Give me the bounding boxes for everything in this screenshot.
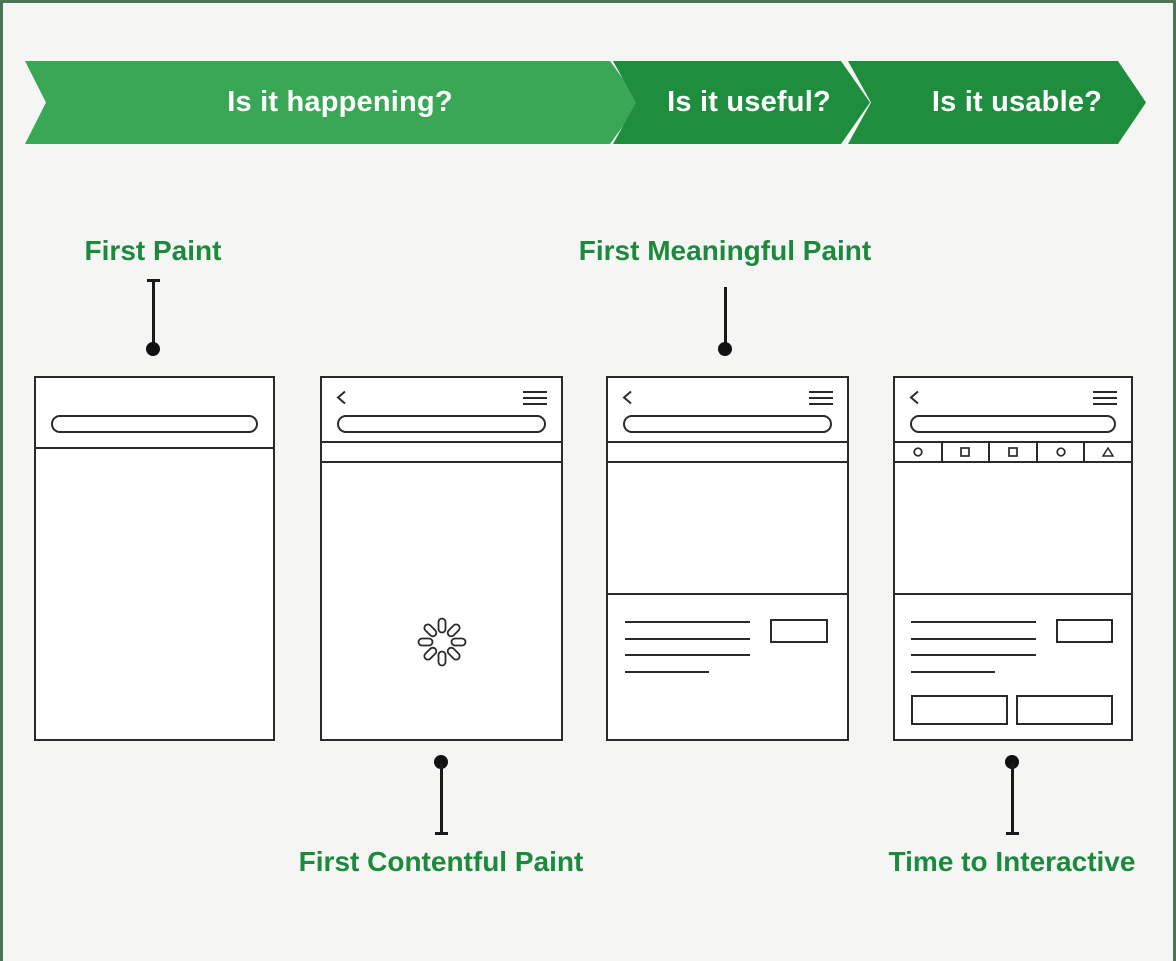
action-button-placeholder[interactable] <box>911 695 1008 725</box>
text-skeleton-line <box>625 654 750 656</box>
toolbar-strip <box>608 443 847 463</box>
triangle-icon <box>1102 447 1115 457</box>
first-contentful-paint-label: First Contentful Paint <box>298 846 584 877</box>
text-skeleton-line <box>625 671 709 673</box>
browser-header <box>608 378 847 443</box>
phone-mockup-first-paint <box>34 376 275 741</box>
tab-cell[interactable] <box>943 443 991 461</box>
url-bar <box>51 415 258 433</box>
menu-icon <box>523 391 547 405</box>
text-skeleton-line <box>911 654 1036 656</box>
tab-cell[interactable] <box>895 443 943 461</box>
banner-step-1-label: Is it happening? <box>227 86 453 118</box>
hero-placeholder <box>895 463 1131 595</box>
browser-header <box>322 378 561 443</box>
back-icon <box>622 390 632 405</box>
action-button-placeholder[interactable] <box>1016 695 1113 725</box>
url-bar <box>623 415 832 433</box>
chevron-step-useful <box>613 61 870 144</box>
phone-mockup-first-contentful-paint <box>320 376 563 741</box>
browser-header <box>895 378 1131 443</box>
phone-mockup-time-to-interactive <box>893 376 1133 741</box>
image-placeholder <box>770 619 828 643</box>
circle-icon <box>913 447 923 457</box>
tab-cell[interactable] <box>990 443 1038 461</box>
square-icon <box>960 447 971 457</box>
chevron-step-usable <box>848 61 1146 144</box>
first-paint-label: First Paint <box>84 235 222 266</box>
hero-placeholder <box>608 463 847 595</box>
text-skeleton-line <box>625 638 750 640</box>
url-bar <box>910 415 1116 433</box>
chevron-step-happening <box>25 61 640 144</box>
first-meaningful-paint-label: First Meaningful Paint <box>578 235 872 266</box>
menu-icon <box>1093 391 1117 405</box>
loading-spinner-icon <box>417 617 467 667</box>
banner-step-3-label: Is it usable? <box>931 86 1103 118</box>
menu-icon <box>809 391 833 405</box>
square-icon <box>1008 447 1018 457</box>
text-skeleton-line <box>625 621 750 623</box>
circle-icon <box>1055 447 1066 457</box>
tab-bar <box>895 443 1131 463</box>
funnel-banner <box>25 61 1146 144</box>
tab-cell[interactable] <box>1085 443 1131 461</box>
toolbar-strip <box>322 443 561 463</box>
text-skeleton-line <box>911 621 1036 623</box>
browser-header <box>36 378 273 449</box>
tab-cell[interactable] <box>1038 443 1086 461</box>
banner-step-2-label: Is it useful? <box>667 86 831 118</box>
image-placeholder <box>1056 619 1113 643</box>
phone-mockup-first-meaningful-paint <box>606 376 849 741</box>
text-skeleton-line <box>911 671 995 673</box>
url-bar <box>337 415 546 433</box>
back-icon <box>909 390 919 405</box>
back-icon <box>336 390 346 405</box>
text-skeleton-line <box>911 638 1036 640</box>
time-to-interactive-label: Time to Interactive <box>888 846 1136 877</box>
